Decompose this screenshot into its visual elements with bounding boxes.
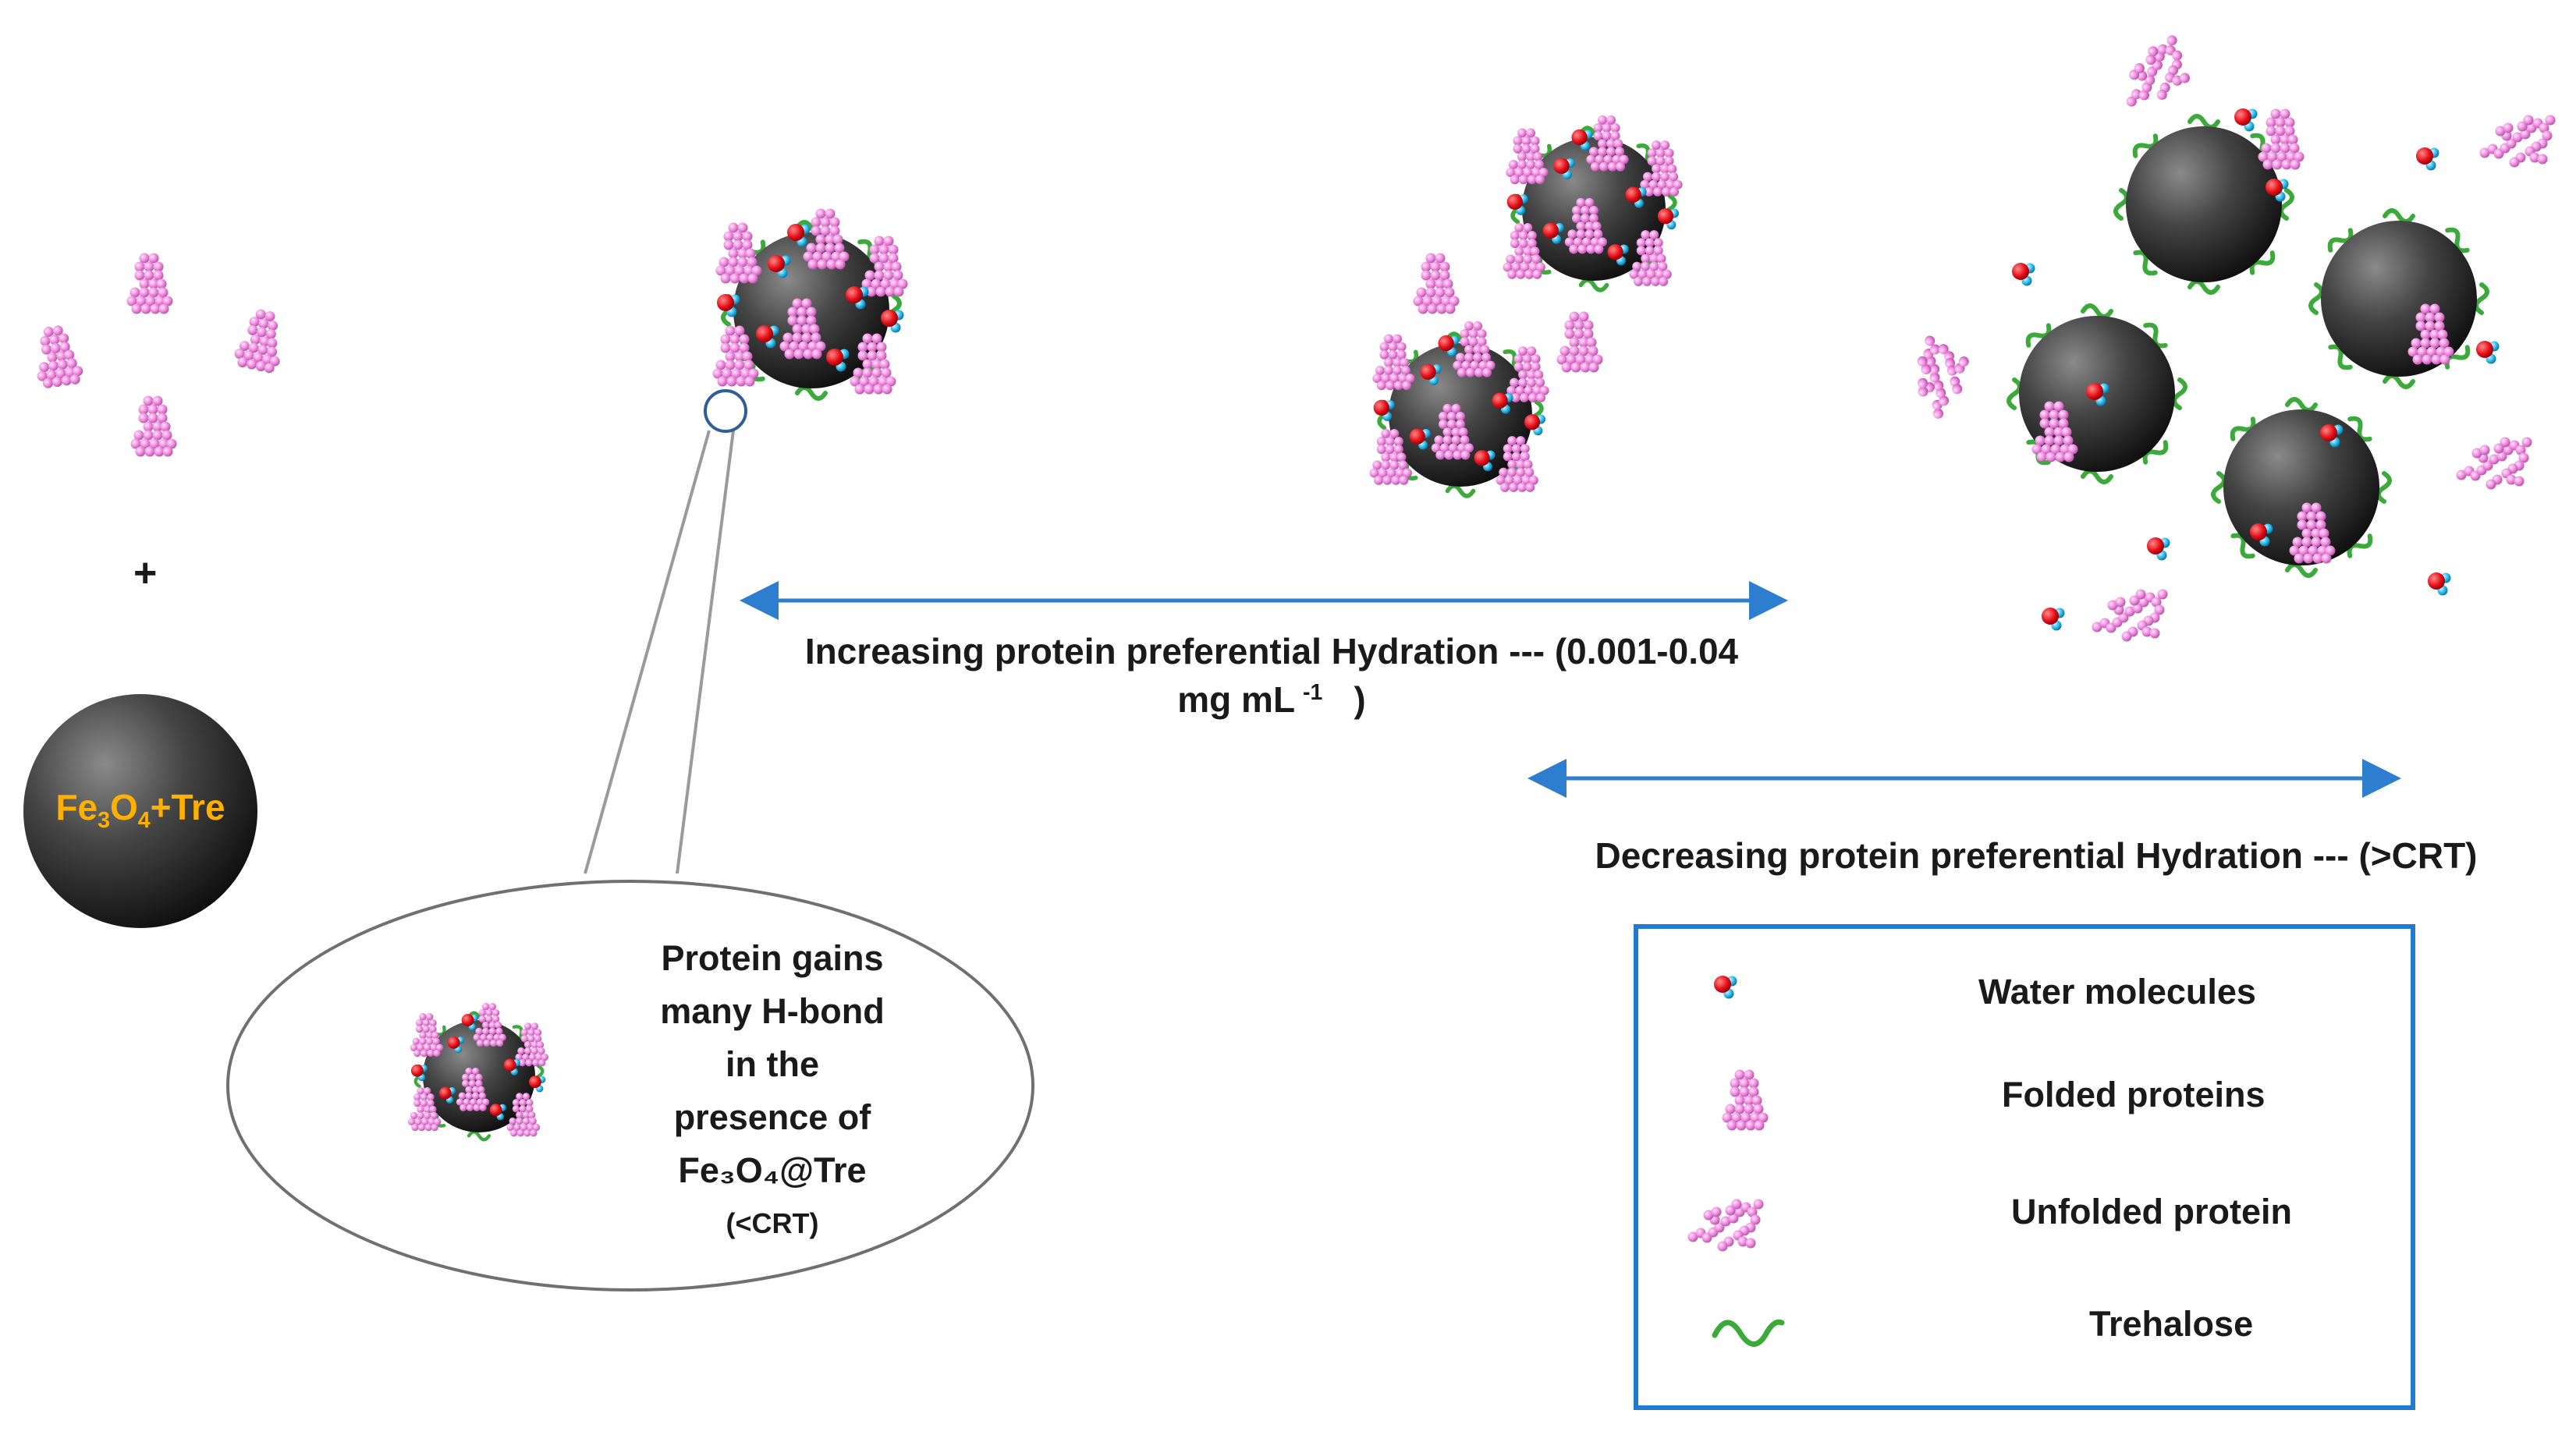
- increase-caption: Increasing protein preferential Hydratio…: [726, 630, 1818, 721]
- inset-line: Protein gains: [661, 938, 884, 978]
- legend-label-trehalose: Trehalose: [2089, 1304, 2254, 1344]
- bare-nanoparticle: [23, 694, 257, 928]
- trehalose-icon: [1712, 1319, 1785, 1347]
- decrease-caption: Decreasing protein preferential Hydratio…: [1595, 835, 2478, 876]
- legend-box: [1634, 924, 2415, 1410]
- zoom-callout: [226, 389, 1034, 1292]
- inset-line: in the: [726, 1044, 819, 1084]
- legend-label-water: Water molecules: [1978, 972, 2256, 1012]
- inset-line: presence of: [673, 1097, 871, 1137]
- inset-line: (<CRT): [726, 1207, 819, 1239]
- inset-line: many H-bond: [660, 991, 885, 1031]
- inset-line: Fe₃O₄@Tre: [678, 1150, 867, 1190]
- aggregated-nanoparticles: [1370, 115, 1683, 496]
- free-folded-proteins: [30, 253, 289, 457]
- legend-label-unfolded: Unfolded protein: [2011, 1192, 2292, 1231]
- inset-caption: Protein gains many H-bond in the presenc…: [632, 932, 913, 1250]
- nanoparticle-label: Fe3O4+Tre: [55, 787, 225, 834]
- coated-nanoparticle: [713, 209, 908, 399]
- legend-label-folded: Folded proteins: [2002, 1075, 2266, 1114]
- increase-caption-line1: Increasing protein preferential Hydratio…: [804, 631, 1739, 671]
- dispersed-nanoparticles: [1901, 34, 2556, 642]
- plus-sign: +: [133, 551, 158, 596]
- increase-caption-line2: mg mL-1): [1177, 679, 1366, 720]
